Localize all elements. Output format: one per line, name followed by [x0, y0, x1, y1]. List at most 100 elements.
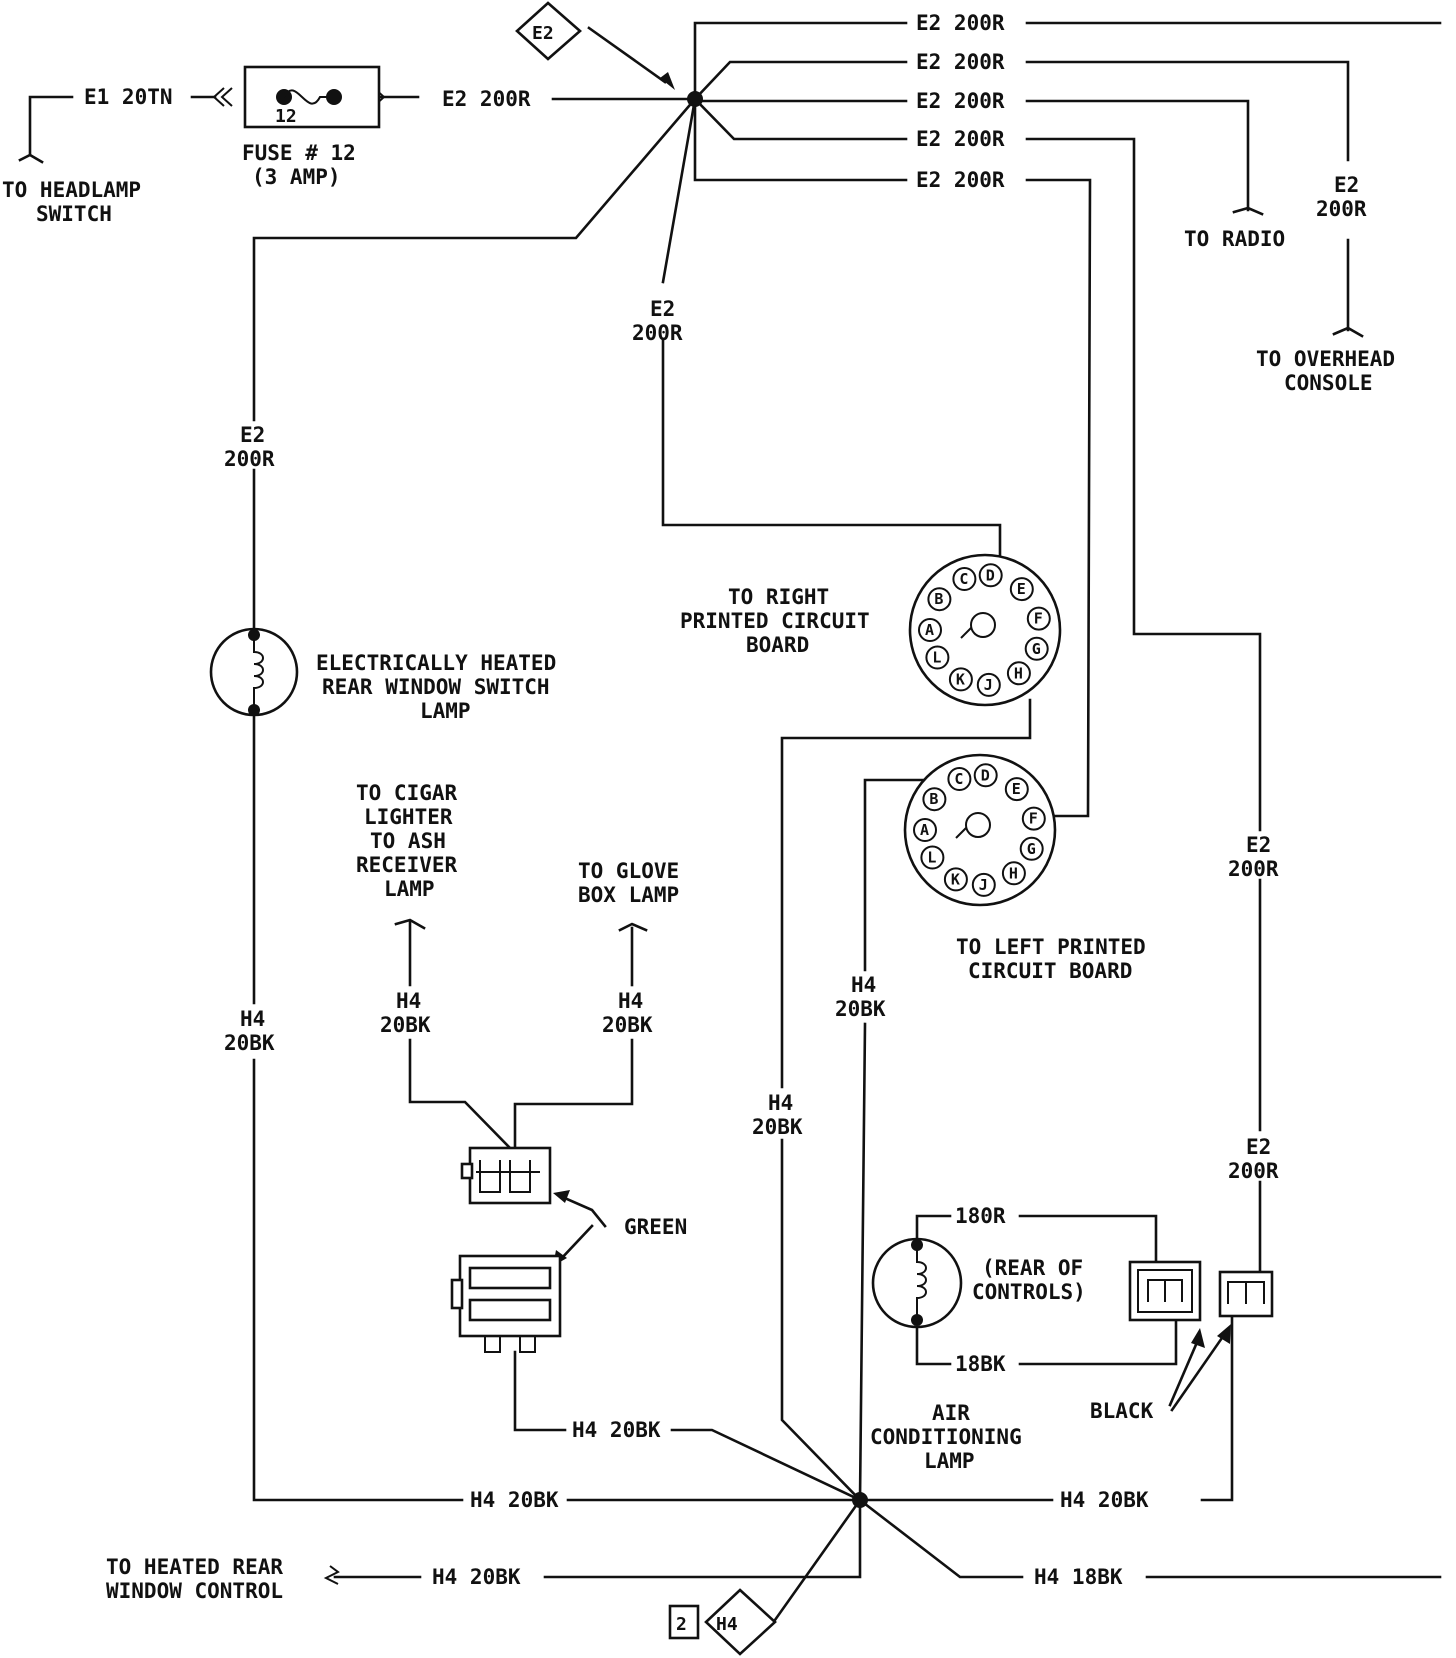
right-pcb-label-line2: PRINTED CIRCUIT [680, 609, 870, 633]
left-pcb-pin-label-d: D [981, 766, 990, 784]
left-pcb-pin-k [943, 867, 968, 892]
left-pcb-pin-label-a: A [920, 821, 929, 839]
left-pcb-pin-label-k: K [951, 870, 960, 888]
left-pcb-pin-d [973, 763, 998, 788]
overhead-label-line1: TO OVERHEAD [1256, 347, 1395, 371]
splice-dot-h4 [852, 1492, 868, 1508]
wire-label-200r-black: 200R [1228, 857, 1279, 881]
splice-dot-e2 [687, 91, 703, 107]
wire-label-h4-left: H4 [240, 1007, 265, 1031]
wire-label-200r-overhead: 200R [1316, 197, 1367, 221]
right-pcb-pin-label-b: B [934, 590, 943, 608]
headlamp-label-line1: TO HEADLAMP [2, 178, 141, 202]
black-connector-left [1128, 1260, 1202, 1322]
right-pcb-pin-h [1006, 661, 1031, 686]
wire-label-h4-20bk-green: H4 20BK [572, 1418, 661, 1442]
right-pcb-label-line1: TO RIGHT [728, 585, 829, 609]
wire-label-e2-200r-2: E2 200R [916, 50, 1005, 74]
left-pcb-pin-l [920, 845, 945, 870]
splice-h4-number: 2 [676, 1614, 687, 1635]
rear-controls-label-line2: CONTROLS) [972, 1280, 1086, 1304]
left-pcb-pin-label-h: H [1009, 864, 1018, 882]
left-pcb-pin-h [1001, 861, 1026, 886]
right-pcb-pin-f [1026, 606, 1051, 631]
right-pcb-pin-b [927, 587, 952, 612]
wire-label-20bk-rpcb: 20BK [752, 1115, 803, 1139]
black-connector-right [1218, 1270, 1274, 1318]
right-pcb-key-tab [960, 627, 972, 639]
ac-label-line3: LAMP [924, 1449, 975, 1473]
headlamp-label-line2: SWITCH [36, 202, 112, 226]
component-labels: FUSE # 12 (3 AMP) TO HEADLAMP SWITCH TO … [2, 141, 1395, 1603]
left-pcb-pin-g [1019, 836, 1044, 861]
wire-label-e2-rpcb: E2 [650, 297, 675, 321]
radio-label: TO RADIO [1184, 227, 1285, 251]
glove-label-line1: TO GLOVE [578, 859, 679, 883]
wire-labels: E1 20TN E2 200R E2 200R E2 200R E2 200R … [84, 11, 1367, 1589]
heated-ctrl-label-line2: WINDOW CONTROL [106, 1579, 283, 1603]
left-pcb-pin-label-l: L [927, 849, 936, 867]
left-pcb-pin-label-c: C [954, 770, 963, 788]
splice-h4-label: H4 [716, 1614, 738, 1635]
wire-label-18bk: 18BK [955, 1352, 1006, 1376]
right-pcb-pin-e [1009, 577, 1034, 602]
splice-e2-marker: E2 [515, 1, 582, 61]
rear-controls-label-line1: (REAR OF [982, 1256, 1083, 1280]
cigar-label-line1: TO CIGAR [356, 781, 458, 805]
right-pcb-pin-label-f: F [1034, 610, 1043, 628]
left-pcb-pin-label-b: B [929, 790, 938, 808]
wire-label-e2-black: E2 [1246, 833, 1271, 857]
ac-label-line2: CONDITIONING [870, 1425, 1022, 1449]
right-pcb-key-circle [970, 612, 996, 638]
heated-lamp-label-line2: REAR WINDOW SWITCH [322, 675, 550, 699]
left-pcb-pin-label-f: F [1029, 810, 1038, 828]
green-connector-upper [460, 1146, 552, 1205]
wire-label-e2-200r-3: E2 200R [916, 89, 1005, 113]
left-pcb-key-circle [965, 812, 991, 838]
splice-e2-label: E2 [532, 23, 554, 44]
left-pcb-pin-label-j: J [979, 876, 988, 894]
left-pcb-pin-e [1004, 777, 1029, 802]
right-pcb-pin-label-g: G [1032, 640, 1041, 658]
left-pcb-label-line1: TO LEFT PRINTED [956, 935, 1146, 959]
right-pcb-pin-g [1024, 636, 1049, 661]
wire-label-e2-200r-fuse: E2 200R [442, 87, 531, 111]
left-pcb-pin-b [922, 787, 947, 812]
glove-label-line2: BOX LAMP [578, 883, 679, 907]
left-pcb-pin-label-g: G [1027, 840, 1036, 858]
heated-lamp-label-line3: LAMP [420, 699, 471, 723]
wire-label-e2-200r-1: E2 200R [916, 11, 1005, 35]
heated-ctrl-label-line1: TO HEATED REAR [106, 1555, 283, 1579]
wire-label-e2-lamp: E2 [240, 423, 265, 447]
wire-label-h4-20bk-left-ground: H4 20BK [470, 1488, 559, 1512]
wire-label-h4-18bk: H4 18BK [1034, 1565, 1123, 1589]
wire-label-h4-rpcb: H4 [768, 1091, 793, 1115]
wire-label-e2-200r-4: E2 200R [916, 127, 1005, 151]
wire-label-20bk-glove: 20BK [602, 1013, 653, 1037]
wire-label-e1-20tn: E1 20TN [84, 85, 173, 109]
air-conditioning-lamp-bulb [871, 1237, 963, 1329]
left-pcb-pin-label-e: E [1012, 780, 1021, 798]
right-pcb-pin-l [925, 645, 950, 670]
left-pcb-label-line2: CIRCUIT BOARD [968, 959, 1132, 983]
wire-label-200r-lamp: 200R [224, 447, 275, 471]
wires [18, 21, 1442, 1622]
wire-label-e2-overhead: E2 [1334, 173, 1359, 197]
right-pcb-pin-d [978, 563, 1003, 588]
left-pcb-pin-c [947, 767, 972, 791]
wire-label-h4-cigar: H4 [396, 989, 421, 1013]
left-pcb-pin-j [971, 872, 996, 897]
left-pcb-pin-a [913, 818, 937, 842]
cigar-label-line3: TO ASH [370, 829, 446, 853]
ac-label-line1: AIR [932, 1401, 970, 1425]
right-pcb-pin-label-c: C [959, 570, 968, 588]
cigar-label-line4: RECEIVER [356, 853, 458, 877]
wire-label-h4-20bk-black: H4 20BK [1060, 1488, 1149, 1512]
fuse-number: 12 [275, 106, 297, 127]
wire-label-e2-200r-5: E2 200R [916, 168, 1005, 192]
wire-label-20bk-left: 20BK [224, 1031, 275, 1055]
right-pcb-pin-label-a: A [925, 621, 934, 639]
